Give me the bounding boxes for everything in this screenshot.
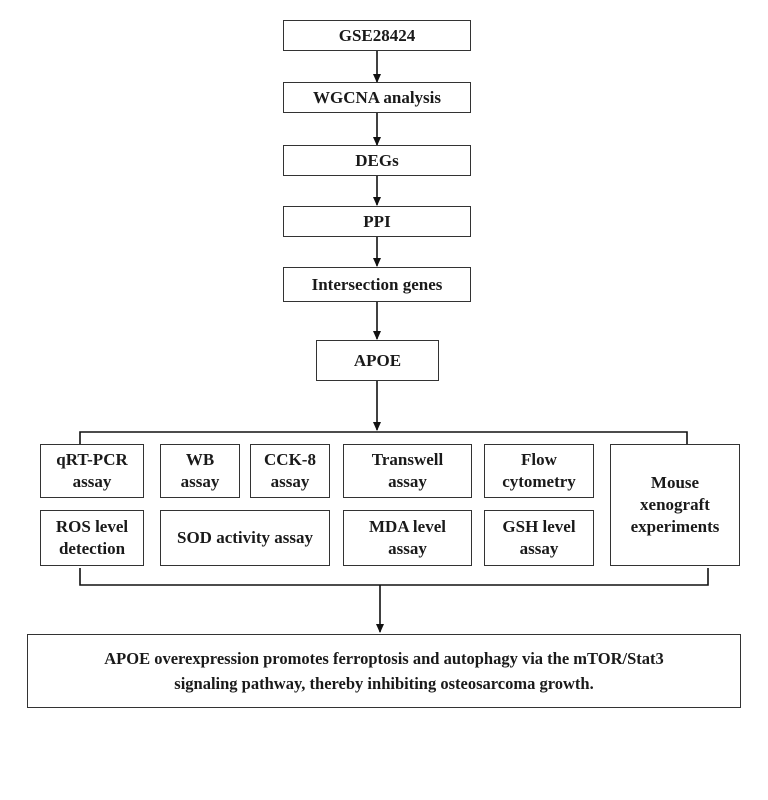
bottom-bracket bbox=[79, 568, 709, 586]
sod-activity-assay-box: SOD activity assay bbox=[160, 510, 330, 566]
apoe-box: APOE bbox=[316, 340, 439, 381]
gse28424-box: GSE28424 bbox=[283, 20, 471, 51]
mda-level-assay-box: MDA level assay bbox=[343, 510, 472, 566]
qrt-pcr-assay-box: qRT-PCR assay bbox=[40, 444, 144, 498]
wgcna-analysis-box: WGCNA analysis bbox=[283, 82, 471, 113]
cck8-assay-box: CCK-8 assay bbox=[250, 444, 330, 498]
wb-assay-box: WB assay bbox=[160, 444, 240, 498]
top-bracket bbox=[79, 431, 688, 445]
flow-cytometry-box: Flow cytometry bbox=[484, 444, 594, 498]
degs-box: DEGs bbox=[283, 145, 471, 176]
conclusion-box: APOE overexpression promotes ferroptosis… bbox=[27, 634, 741, 708]
mouse-xenograft-box: Mouse xenograft experiments bbox=[610, 444, 740, 566]
intersection-genes-box: Intersection genes bbox=[283, 267, 471, 302]
ppi-box: PPI bbox=[283, 206, 471, 237]
transwell-assay-box: Transwell assay bbox=[343, 444, 472, 498]
ros-level-detection-box: ROS level detection bbox=[40, 510, 144, 566]
gsh-level-assay-box: GSH level assay bbox=[484, 510, 594, 566]
